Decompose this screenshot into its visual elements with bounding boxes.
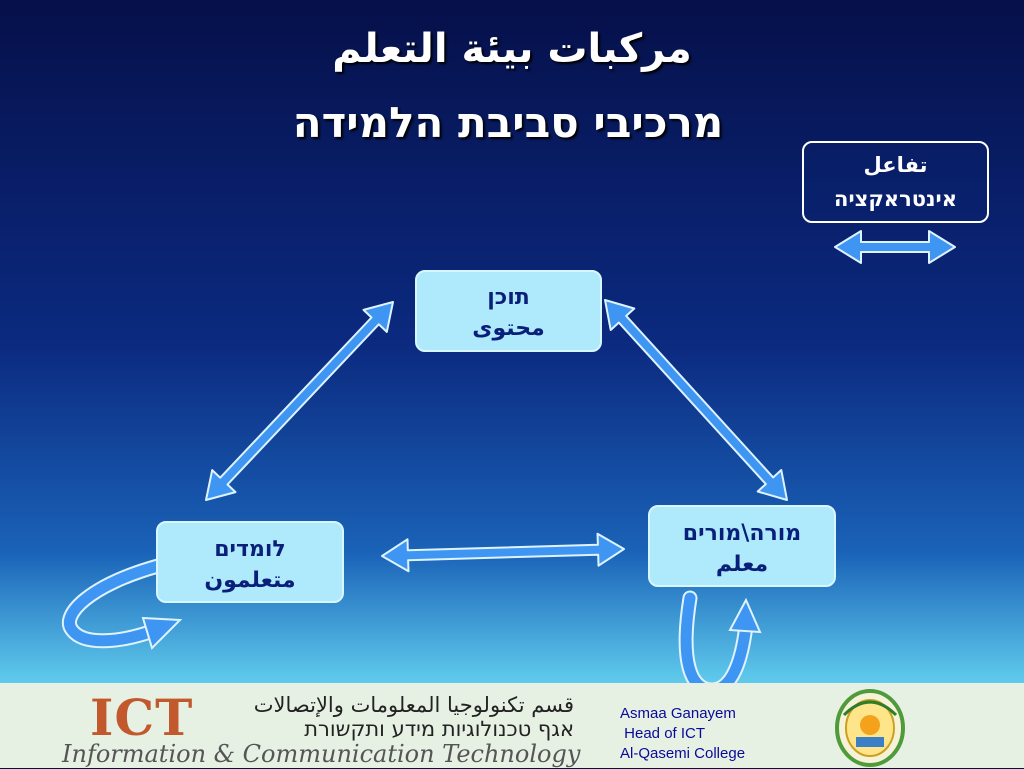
department-english: Information & Communication Technology [62,740,581,768]
node-learners-hebrew: לומדים [214,537,286,562]
ict-logo: ICT [90,688,194,747]
credit-role: Head of ICT [620,725,706,742]
footer-banner: ICT قسم تكنولوجيا المعلومات والإتصالات א… [0,683,1024,768]
credit-block: Asmaa Ganayem Head of ICT Al-Qasemi Coll… [620,704,745,764]
node-teacher-arabic: معلم [715,552,769,577]
credit-name: Asmaa Ganayem [620,705,736,722]
college-seal-icon [835,689,905,767]
node-learners: לומדים متعلمون [156,521,344,603]
content-learners-arrow [205,301,394,501]
legend-arabic: تفاعل [863,153,928,177]
legend-double-arrow [834,230,956,264]
node-teacher-hebrew: מורה\מורים [682,521,802,546]
node-content: תוכן محتوى [415,270,602,352]
credit-institution: Al-Qasemi College [620,745,746,762]
department-hebrew: אגף טכנולוגיות מידע ותקשורת [304,717,574,741]
node-content-arabic: محتوى [472,316,545,341]
content-teacher-arrow [604,299,788,501]
node-content-hebrew: תוכן [487,285,530,310]
teacher-self-loop-arrow [678,590,762,698]
title-hebrew: מרכיבי סביבת הלמידה [292,98,724,147]
legend-hebrew: אינטראקציה [834,187,957,211]
legend-box: تفاعل אינטראקציה [802,141,989,223]
node-learners-arabic: متعلمون [204,568,296,593]
learners-teacher-arrow [381,532,625,573]
learners-self-loop-arrow [62,558,183,650]
department-arabic: قسم تكنولوجيا المعلومات والإتصالات [253,693,574,717]
title-arabic: مركبات بيئة التعلم [332,26,692,72]
node-teacher: מורה\מורים معلم [648,505,836,587]
